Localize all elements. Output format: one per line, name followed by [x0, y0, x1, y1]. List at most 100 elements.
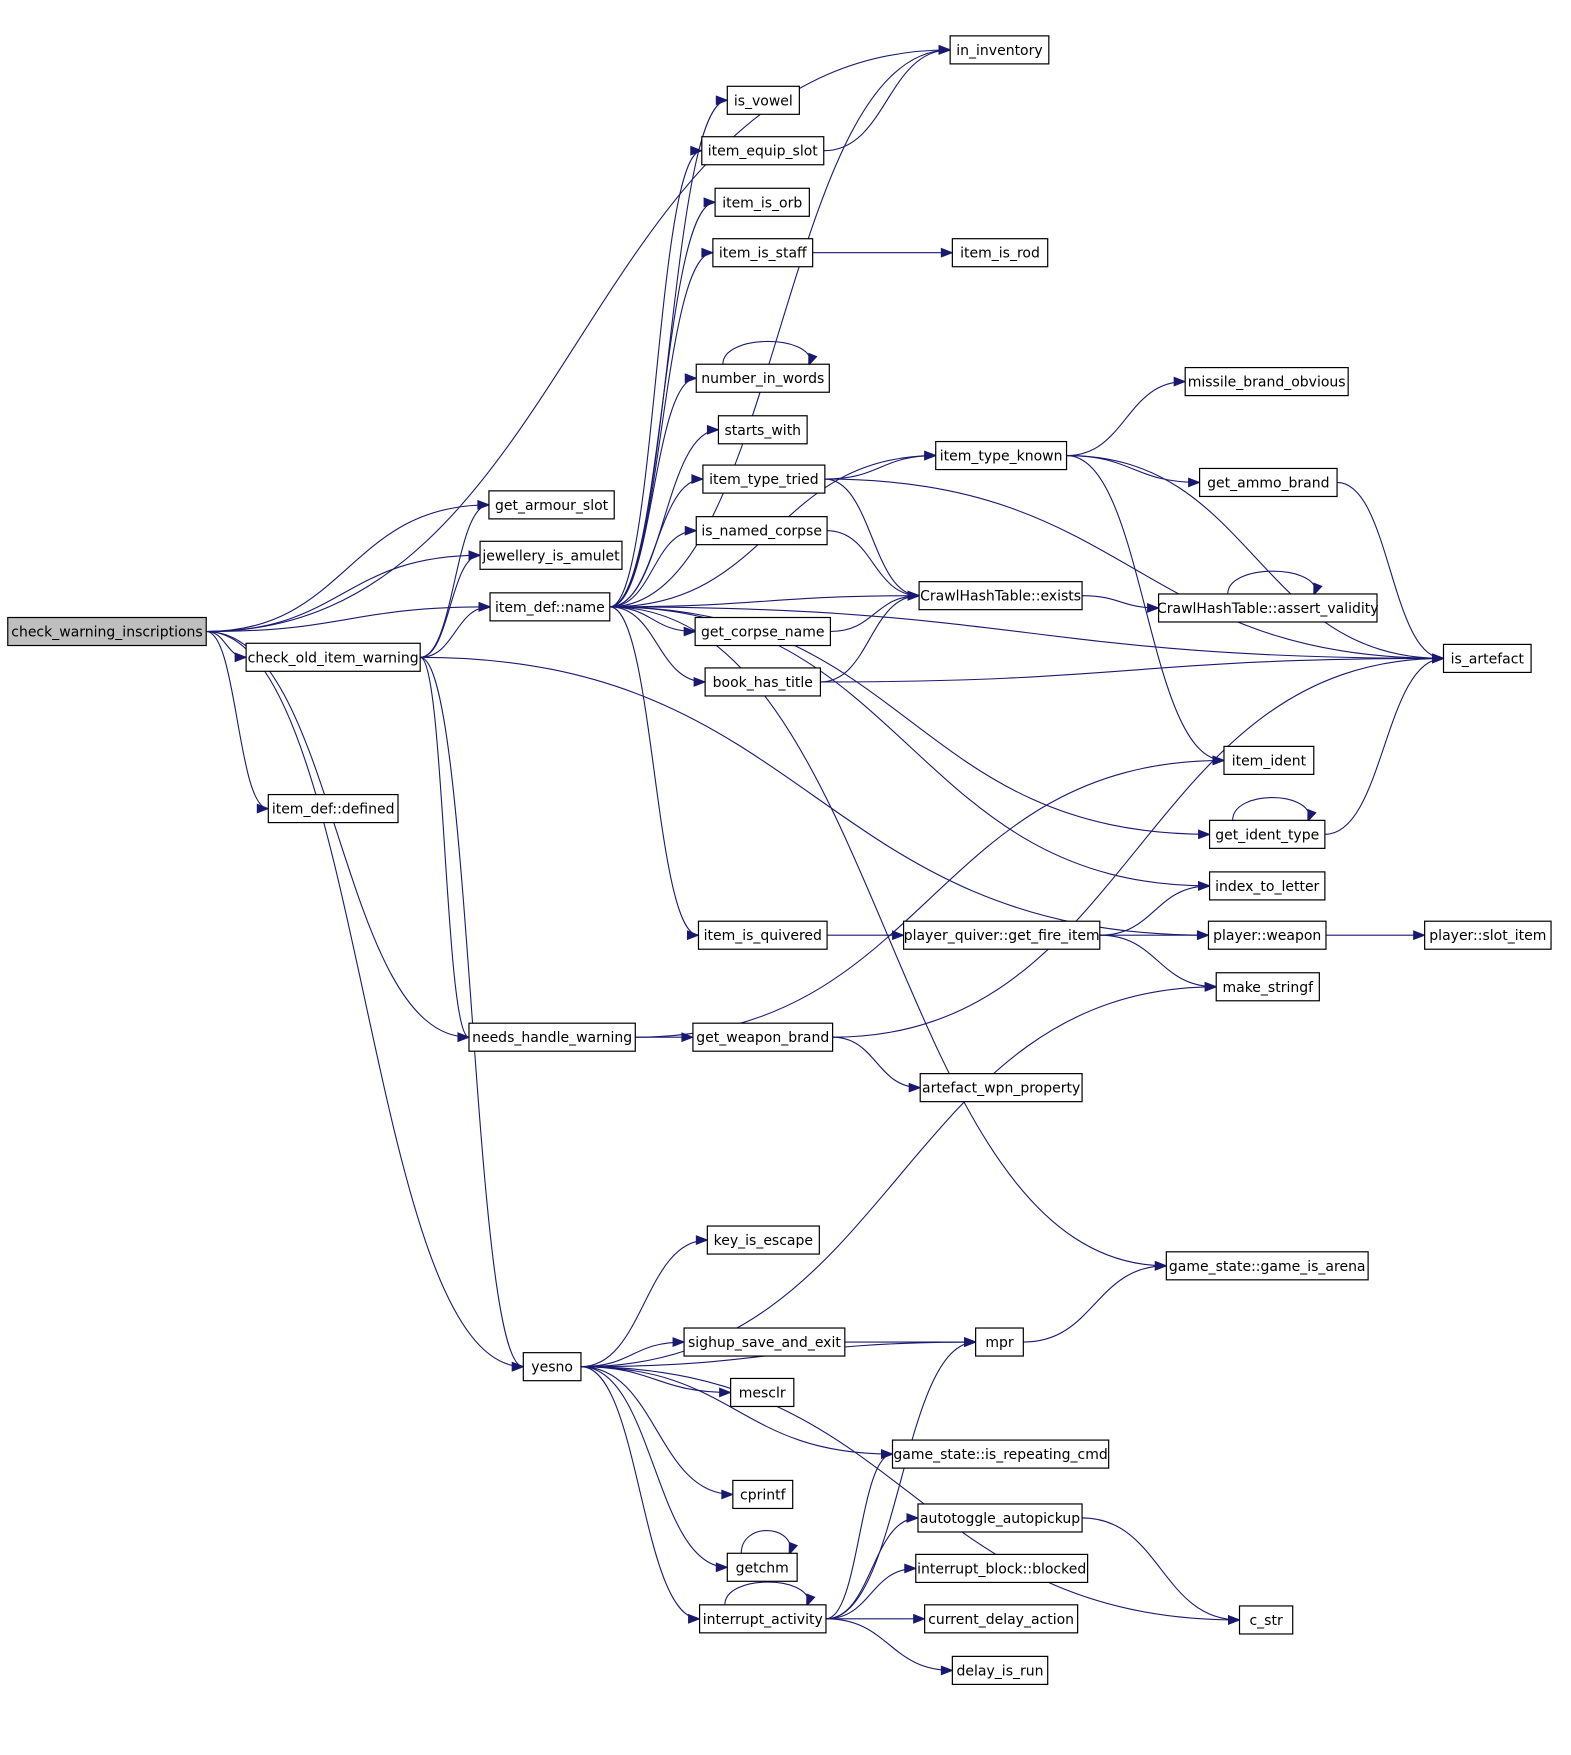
edge-head-yesno-to-interrupt_activity: [688, 1613, 701, 1624]
edge-item_def_name-to-item_is_orb: [609, 201, 716, 608]
node-current_delay_action[interactable]: current_delay_action: [924, 1604, 1079, 1634]
node-box-interrupt_activity: [698, 1604, 827, 1634]
node-c_str[interactable]: c_str: [1238, 1605, 1294, 1635]
edge-head-item_is_quivered-to-get_fire_item: [892, 930, 905, 941]
node-index_to_letter[interactable]: index_to_letter: [1208, 871, 1326, 901]
edge-head-yesno-to-mesclr: [719, 1387, 733, 1398]
edge-head-item_def_name-to-get_ident_type: [1198, 829, 1211, 840]
node-label-getchm: getchm: [736, 1560, 789, 1576]
node-get_weapon_brand[interactable]: get_weapon_brand: [692, 1022, 834, 1052]
node-delay_is_run[interactable]: delay_is_run: [951, 1655, 1049, 1685]
node-crawl_exists[interactable]: CrawlHashTable::exists: [918, 581, 1083, 611]
node-key_is_escape[interactable]: key_is_escape: [706, 1225, 820, 1255]
edge-head-item_def_name-to-is_vowel: [715, 95, 729, 106]
edge-head-item_def_name-to-book_has_title: [693, 677, 707, 687]
edge-interrupt_activity-to-interrupt_block_blocked: [825, 1567, 916, 1620]
node-jewellery_is_amulet[interactable]: jewellery_is_amulet: [479, 540, 623, 570]
node-artefact_wpn_property[interactable]: artefact_wpn_property: [919, 1073, 1083, 1103]
node-slot_item[interactable]: player::slot_item: [1424, 920, 1552, 950]
node-is_artefact[interactable]: is_artefact: [1442, 643, 1532, 674]
edge-head-interrupt_activity-to-is_repeating_cmd: [880, 1449, 894, 1460]
node-check_warning_inscriptions[interactable]: check_warning_inscriptions: [7, 616, 207, 647]
node-box-needs_handle_warning: [468, 1022, 636, 1052]
node-mesclr[interactable]: mesclr: [730, 1377, 795, 1408]
edge-item_def_name-to-crawl_exists: [609, 595, 920, 608]
node-yesno[interactable]: yesno: [522, 1352, 582, 1382]
node-box-book_has_title: [704, 667, 822, 697]
node-get_corpse_name[interactable]: get_corpse_name: [694, 616, 832, 647]
node-item_is_staff[interactable]: item_is_staff: [712, 238, 814, 268]
edge-check_warning_inscriptions-to-get_armour_slot: [206, 504, 489, 633]
node-item_type_tried[interactable]: item_type_tried: [702, 464, 826, 494]
node-label-crawl_exists: CrawlHashTable::exists: [920, 589, 1081, 605]
edge-head-get_fire_item-to-index_to_letter: [1198, 880, 1211, 891]
node-label-item_is_staff: item_is_staff: [719, 246, 807, 262]
node-missile_brand_obvious[interactable]: missile_brand_obvious: [1184, 366, 1349, 397]
edge-check_warning_inscriptions-to-jewellery_is_amulet: [206, 554, 481, 633]
node-box-interrupt_block_blocked: [915, 1553, 1089, 1584]
node-interrupt_block_blocked[interactable]: interrupt_block::blocked: [915, 1553, 1089, 1584]
node-get_ammo_brand[interactable]: get_ammo_brand: [1198, 467, 1338, 498]
node-autotoggle_autopickup[interactable]: autotoggle_autopickup: [917, 1503, 1083, 1533]
node-box-delay_is_run: [951, 1655, 1049, 1685]
node-interrupt_activity[interactable]: interrupt_activity: [698, 1604, 827, 1634]
node-box-autotoggle_autopickup: [917, 1503, 1083, 1533]
node-box-game_is_arena: [1165, 1251, 1369, 1281]
node-item_is_quivered[interactable]: item_is_quivered: [697, 920, 828, 950]
node-check_old_item_warning[interactable]: check_old_item_warning: [245, 642, 421, 672]
node-game_is_arena[interactable]: game_state::game_is_arena: [1165, 1251, 1369, 1281]
node-item_ident[interactable]: item_ident: [1223, 745, 1315, 775]
node-needs_handle_warning[interactable]: needs_handle_warning: [468, 1022, 636, 1052]
node-item_def_defined[interactable]: item_def::defined: [267, 793, 399, 824]
node-starts_with[interactable]: starts_with: [717, 415, 808, 445]
node-cprintf[interactable]: cprintf: [732, 1479, 794, 1510]
node-is_vowel[interactable]: is_vowel: [726, 85, 800, 115]
node-mpr[interactable]: mpr: [975, 1327, 1024, 1357]
node-box-is_repeating_cmd: [891, 1439, 1110, 1469]
node-get_fire_item[interactable]: player_quiver::get_fire_item: [902, 920, 1101, 950]
node-label-get_ident_type: get_ident_type: [1215, 827, 1319, 843]
edge-head-item_def_name-to-item_type_known: [924, 450, 938, 461]
node-label-index_to_letter: index_to_letter: [1215, 879, 1319, 895]
node-sighup_save_and_exit[interactable]: sighup_save_and_exit: [683, 1327, 846, 1357]
node-book_has_title[interactable]: book_has_title: [704, 667, 822, 697]
edge-check_warning_inscriptions-to-in_inventory: [206, 49, 951, 633]
node-item_is_rod[interactable]: item_is_rod: [951, 238, 1049, 268]
edge-interrupt_activity-to-is_repeating_cmd: [825, 1453, 893, 1620]
edge-head-check_old_item_warning-to-get_armour_slot: [477, 499, 491, 510]
node-make_stringf[interactable]: make_stringf: [1215, 972, 1320, 1002]
edge-head-yesno-to-make_stringf: [1204, 981, 1218, 992]
node-box-get_ident_type: [1208, 819, 1326, 849]
node-label-interrupt_block_blocked: interrupt_block::blocked: [917, 1561, 1086, 1577]
node-player_weapon[interactable]: player::weapon: [1207, 920, 1327, 950]
edge-head-item_type_known-to-missile_brand_obvious: [1173, 376, 1187, 387]
node-box-starts_with: [717, 415, 808, 445]
node-get_ident_type[interactable]: get_ident_type: [1208, 819, 1326, 849]
edge-check_old_item_warning-to-get_armour_slot: [420, 504, 489, 658]
node-get_armour_slot[interactable]: get_armour_slot: [488, 490, 615, 520]
edge-check_warning_inscriptions-to-needs_handle_warning: [206, 630, 469, 1038]
node-label-is_repeating_cmd: game_state::is_repeating_cmd: [893, 1447, 1107, 1463]
node-item_def_name[interactable]: item_def::name: [489, 592, 611, 622]
edge-head-interrupt_activity-to-interrupt_block_blocked: [904, 1563, 918, 1574]
node-box-item_type_tried: [702, 464, 826, 494]
node-getchm[interactable]: getchm: [726, 1552, 798, 1582]
node-item_type_known[interactable]: item_type_known: [935, 440, 1068, 471]
node-item_equip_slot[interactable]: item_equip_slot: [701, 136, 825, 166]
node-box-c_str: [1238, 1605, 1294, 1635]
edge-head-mpr-to-game_is_arena: [1154, 1260, 1168, 1271]
edge-yesno-to-c_str: [580, 1366, 1240, 1621]
node-number_in_words[interactable]: number_in_words: [695, 363, 830, 393]
node-box-get_corpse_name: [694, 616, 832, 647]
node-is_named_corpse[interactable]: is_named_corpse: [695, 516, 828, 546]
node-is_repeating_cmd[interactable]: game_state::is_repeating_cmd: [891, 1439, 1110, 1469]
node-box-item_is_staff: [712, 238, 814, 268]
node-item_is_orb[interactable]: item_is_orb: [714, 187, 810, 217]
node-label-get_ammo_brand: get_ammo_brand: [1207, 475, 1329, 491]
node-box-item_def_defined: [267, 793, 399, 824]
edge-number_in_words-self: [722, 340, 812, 365]
node-in_inventory[interactable]: in_inventory: [949, 35, 1050, 65]
node-assert_validity[interactable]: CrawlHashTable::assert_validity: [1157, 593, 1379, 623]
node-box-get_fire_item: [902, 920, 1101, 950]
